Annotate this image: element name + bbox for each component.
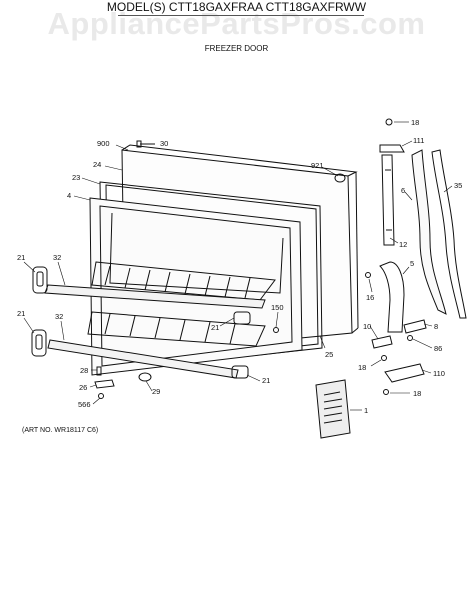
handle-bracket-111 — [379, 144, 405, 153]
screw-16 — [365, 272, 371, 278]
handle-trim-12 — [381, 154, 395, 246]
leader-lines — [23, 121, 453, 411]
callout-30: 30 — [160, 139, 168, 148]
callout-1: 1 — [364, 406, 368, 415]
callout-32-lower: 32 — [55, 312, 63, 321]
shelf-end-cap-right-lower — [231, 365, 249, 379]
watermark: AppliancePartsPros.com — [47, 6, 426, 41]
callout-8: 8 — [434, 322, 438, 331]
screw-30 — [136, 140, 155, 148]
art-number: (ART NO. WR18117 C6) — [22, 427, 99, 434]
callout-25: 25 — [325, 350, 333, 359]
handle-trim-35 — [431, 149, 467, 319]
handle-cover-5 — [379, 261, 405, 333]
callout-24: 24 — [93, 160, 101, 169]
callout-900: 900 — [97, 139, 110, 148]
callout-150: 150 — [271, 303, 284, 312]
callout-29: 29 — [152, 387, 160, 396]
plug-29 — [138, 372, 152, 382]
plug-28 — [96, 366, 102, 376]
bracket-8 — [403, 319, 427, 334]
callout-21-right-upper: 21 — [211, 323, 219, 332]
callout-21-right-lower: 21 — [262, 376, 270, 385]
callout-12: 12 — [399, 240, 407, 249]
screw-566 — [98, 393, 104, 399]
callout-5: 5 — [410, 259, 414, 268]
callout-28: 28 — [80, 366, 88, 375]
plug-921 — [334, 173, 346, 183]
screw-18-bottom — [383, 389, 389, 395]
callout-111: 111 — [413, 136, 424, 145]
screw-18-mid — [381, 355, 387, 361]
screw-18-top — [385, 118, 393, 126]
callout-4: 4 — [67, 191, 71, 200]
callout-18-top: 18 — [411, 118, 419, 127]
callout-110: 110 — [433, 369, 445, 378]
callout-23: 23 — [72, 173, 80, 182]
callout-566: 566 — [78, 400, 91, 409]
callout-32-upper: 32 — [53, 253, 61, 262]
callout-21-lower-left: 21 — [17, 309, 25, 318]
bracket-26 — [94, 379, 115, 389]
callout-16: 16 — [366, 293, 374, 302]
title-underline — [118, 15, 364, 16]
hinge-110 — [384, 363, 425, 383]
door-liner — [89, 197, 303, 376]
callout-18-mid: 18 — [358, 363, 366, 372]
callout-18-bottom: 18 — [413, 389, 421, 398]
hinge-10 — [371, 335, 393, 349]
screw-150 — [273, 327, 279, 333]
owners-manual — [315, 379, 351, 439]
shelf-bar-upper — [44, 284, 266, 309]
lower-shelf — [87, 311, 266, 347]
diagram-subtitle: FREEZER DOOR — [204, 44, 269, 53]
callout-10: 10 — [363, 322, 371, 331]
model-title: MODEL(S) CTT18GAXFRAA CTT18GAXFRWW — [106, 0, 367, 14]
door-handle — [411, 149, 447, 315]
screw-86 — [407, 335, 413, 341]
callout-35: 35 — [454, 181, 462, 190]
callout-21-upper-left: 21 — [17, 253, 25, 262]
callout-86: 86 — [434, 344, 442, 353]
shelf-end-cap-left-upper — [32, 266, 48, 294]
callout-26: 26 — [79, 383, 87, 392]
shelf-end-cap-left-lower — [31, 329, 47, 357]
callout-6: 6 — [401, 186, 405, 195]
callout-921: 921 — [311, 161, 324, 170]
